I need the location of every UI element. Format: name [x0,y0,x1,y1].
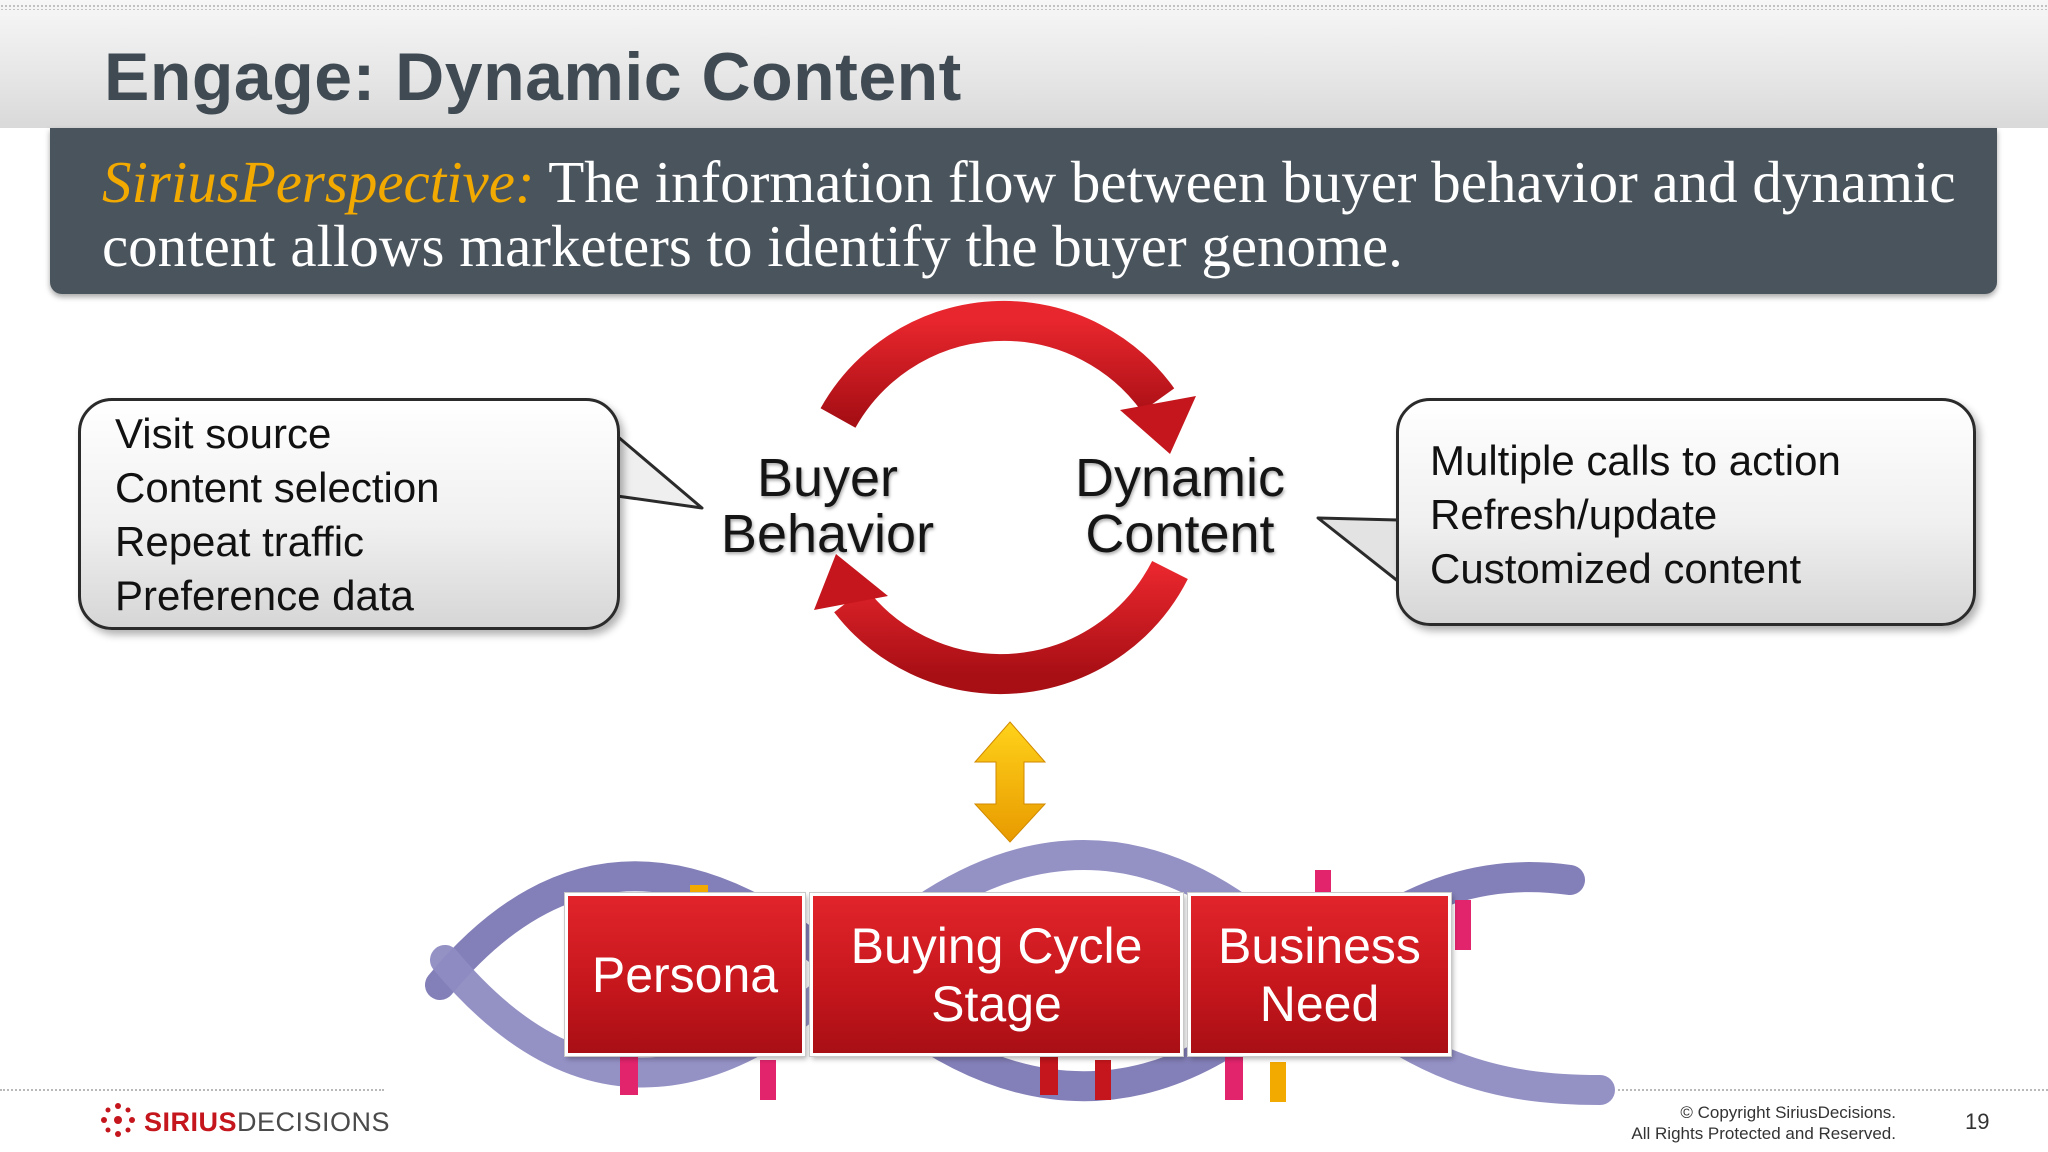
copyright-notice: © Copyright SiriusDecisions. All Rights … [1500,1102,1896,1144]
buying-cycle-stage-line: Buying Cycle [850,917,1143,974]
left-callout-item: Repeat traffic [115,518,365,565]
siriusdecisions-logo: SIRIUSDECISIONS [102,1104,390,1140]
cycle-arrows [814,300,1196,695]
title-dotted-border [0,4,2048,10]
perspective-banner: SiriusPerspective: The information flow … [50,128,1997,294]
page-number: 19 [1965,1109,1990,1134]
title-bar: Engage: Dynamic Content [0,0,2048,128]
persona-box-line: Persona [591,946,779,1003]
double-arrow [973,721,1047,843]
buyer-behavior-line: Behavior [720,504,935,564]
cycle-arrow-top-head [1120,396,1196,454]
perspective-text: SiriusPerspective: The information flow … [102,150,1962,278]
buying-cycle-stage-box: Buying Cycle Stage [809,892,1184,1057]
cycle-arrow-top [820,300,1175,428]
copyright-line: © Copyright SiriusDecisions. [1680,1103,1896,1122]
perspective-body: The information flow between buyer behav… [102,149,1956,279]
business-need-line: Need [1259,975,1380,1032]
perspective-label: SiriusPerspective: [102,149,535,215]
buyer-behavior-line: Buyer [756,448,899,508]
left-callout-item: Content selection [115,464,440,511]
dynamic-content-label: Dynamic Content [1060,450,1300,562]
copyright-line: All Rights Protected and Reserved. [1631,1124,1896,1143]
dynamic-content-line: Content [1085,504,1275,564]
right-callout-item: Refresh/update [1430,491,1718,538]
buyer-behavior-label: Buyer Behavior [700,450,955,562]
buying-cycle-stage-line: Stage [931,975,1062,1032]
logo-wordmark-rest: DECISIONS [237,1106,391,1137]
cycle-arrow-bottom [834,560,1188,695]
right-callout-pointer [1316,516,1401,584]
left-callout: Visit source Content selection Repeat tr… [78,398,620,630]
left-callout-item: Preference data [115,572,414,619]
logo-mark [101,1103,135,1137]
left-callout-pointer [615,434,704,510]
footer-divider-left [0,1089,384,1091]
dynamic-content-line: Dynamic [1074,448,1286,508]
right-callout-item: Multiple calls to action [1430,437,1841,484]
business-need-line: Business [1218,917,1421,974]
logo-wordmark-bold: SIRIUS [144,1106,238,1137]
slide-title: Engage: Dynamic Content [104,39,962,115]
persona-box: Persona [564,892,806,1057]
business-need-box: Business Need [1187,892,1452,1057]
right-callout-item: Customized content [1430,545,1802,592]
cycle-arrow-bottom-head [814,554,888,610]
logo-wordmark: SIRIUSDECISIONS [144,1107,390,1138]
right-callout: Multiple calls to action Refresh/update … [1396,398,1976,626]
left-callout-item: Visit source [115,410,332,457]
footer-divider-right [1618,1089,2048,1091]
